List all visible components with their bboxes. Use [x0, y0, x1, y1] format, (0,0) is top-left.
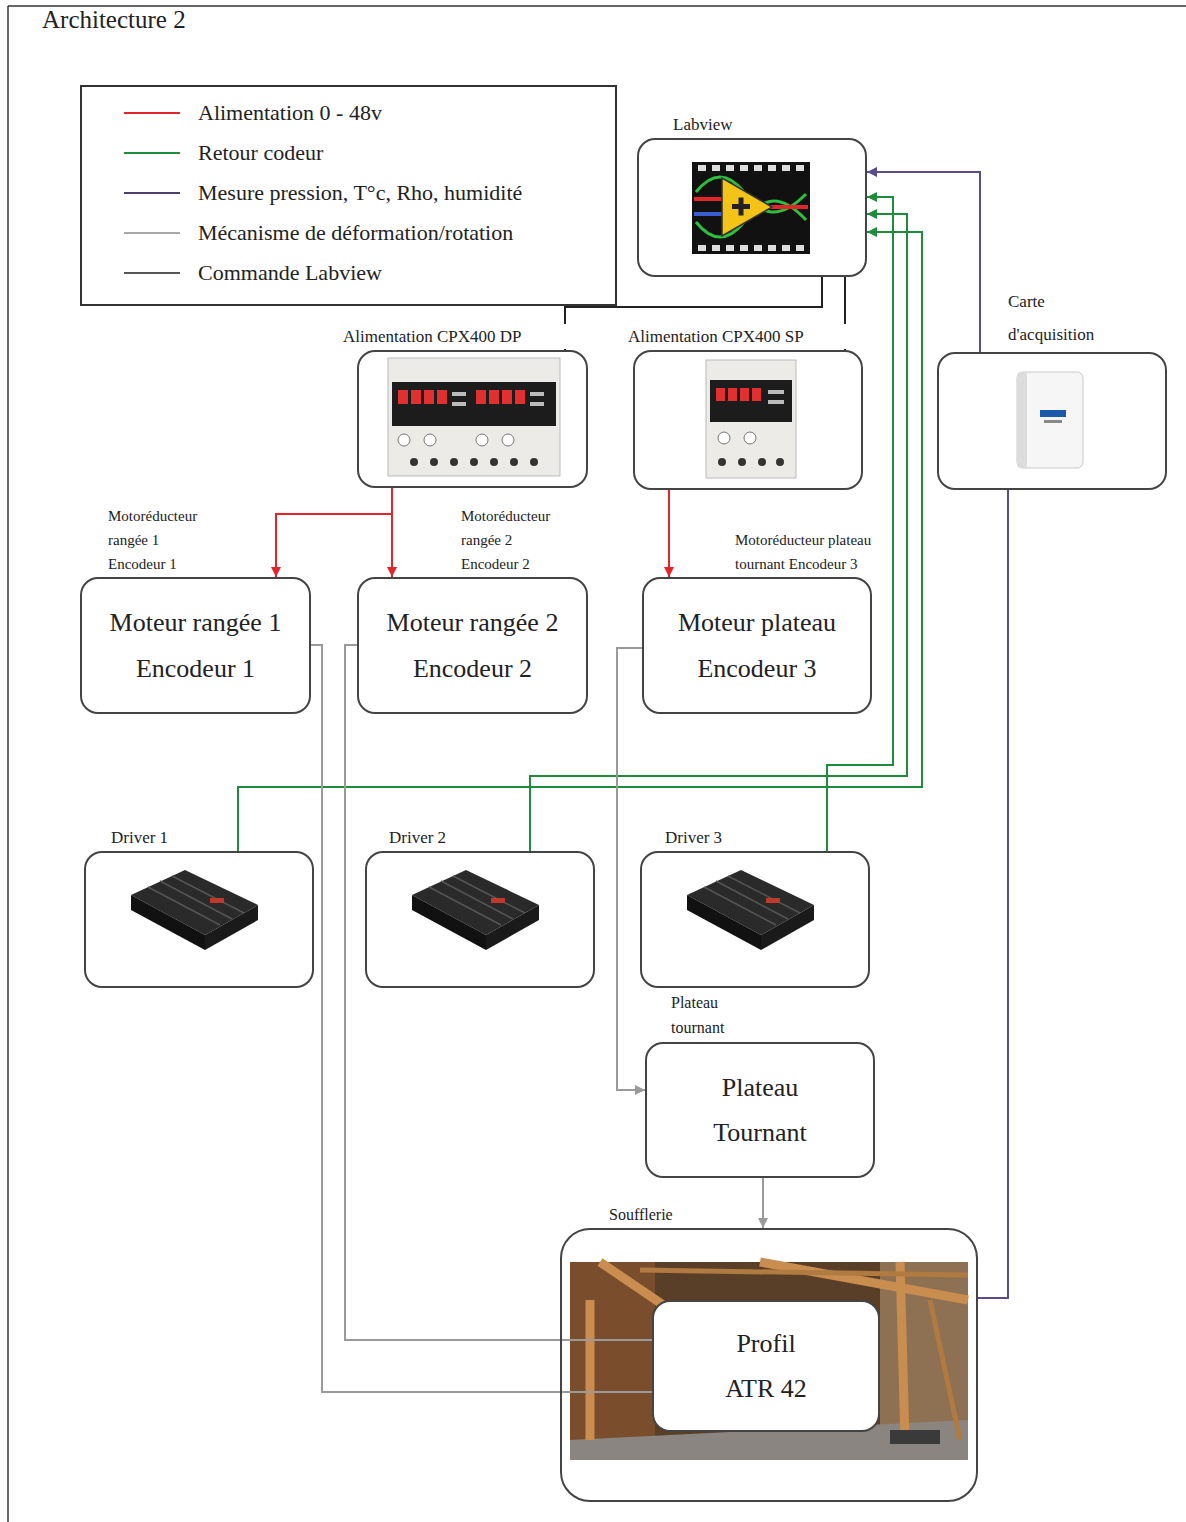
box-label: Encodeur 2	[413, 646, 532, 692]
process-box: Alimentation CPX400 DP	[357, 350, 588, 488]
box-heading: Motoréducteur rangée 1 Encodeur 1	[107, 504, 214, 576]
box-body	[635, 352, 861, 488]
box-body: Moteur plateauEncodeur 3	[644, 579, 870, 712]
legend-row: Retour codeur	[82, 133, 615, 173]
process-box: Labview	[637, 138, 867, 277]
connector	[827, 197, 893, 851]
box-label: ATR 42	[725, 1366, 807, 1412]
diagram-title: Architecture 2	[42, 6, 186, 34]
legend-sample	[124, 228, 180, 238]
legend-sample	[124, 188, 180, 198]
power-supply-image	[706, 360, 796, 478]
connector	[391, 488, 393, 577]
box-body: Plateau Tournant	[647, 1044, 873, 1176]
legend-text: Alimentation 0 - 48v	[198, 100, 382, 126]
process-box: ProfilATR 42	[652, 1300, 880, 1432]
legend-sample	[124, 268, 180, 278]
legend-row: Alimentation 0 - 48v	[82, 93, 615, 133]
legend-line-sample	[124, 152, 180, 154]
connector	[978, 490, 1008, 1298]
box-heading: Alimentation CPX400 SP	[627, 324, 869, 350]
box-heading: Plateau tournant	[670, 990, 752, 1041]
legend-text: Mécanisme de déformation/rotation	[198, 220, 513, 246]
connector	[276, 488, 392, 577]
box-label: Encodeur 3	[697, 646, 816, 692]
legend-sample	[124, 108, 180, 118]
process-box: Alimentation CPX400 SP	[633, 350, 863, 490]
connector	[530, 214, 907, 851]
legend-line-sample	[124, 272, 180, 274]
box-body	[86, 853, 312, 986]
box-body	[367, 853, 593, 986]
connector	[238, 232, 922, 851]
legend-row: Mécanisme de déformation/rotation	[82, 213, 615, 253]
box-body: ProfilATR 42	[654, 1302, 878, 1430]
box-label: Encodeur 1	[136, 646, 255, 692]
box-body	[359, 352, 586, 486]
legend-box: Alimentation 0 - 48vRetour codeurMesure …	[80, 85, 617, 306]
legend-sample	[124, 148, 180, 158]
box-heading: Driver 1	[110, 825, 232, 851]
process-box: Plateau TournantPlateau tournant	[645, 1042, 875, 1178]
driver-image	[412, 870, 539, 950]
box-heading: Carte d'acquisition	[1007, 286, 1119, 351]
daq-card-image	[1017, 372, 1083, 468]
process-box: Driver 2	[365, 851, 595, 988]
legend-row: Commande Labview	[82, 253, 615, 293]
box-body: Moteur rangée 1Encodeur 1	[82, 579, 309, 712]
frame-line	[7, 6, 9, 1522]
legend-text: Commande Labview	[198, 260, 382, 286]
box-heading: Motoréducteur rangée 2 Encodeur 2	[460, 504, 567, 576]
box-body	[939, 354, 1165, 488]
driver-image	[687, 870, 814, 950]
process-box: Moteur plateauEncodeur 3Motoréducteur pl…	[642, 577, 872, 714]
box-label: Plateau Tournant	[695, 1065, 825, 1156]
legend-text: Mesure pression, T°c, Rho, humidité	[198, 180, 522, 206]
process-box: Moteur rangée 2Encodeur 2Motoréducteur r…	[357, 577, 588, 714]
box-label: Profil	[736, 1321, 795, 1367]
box-body	[642, 853, 868, 986]
process-box: Carte d'acquisition	[937, 352, 1167, 490]
legend-line-sample	[124, 112, 180, 114]
legend-text: Retour codeur	[198, 140, 323, 166]
connector	[345, 645, 652, 1340]
box-body	[639, 140, 865, 275]
legend-line-sample	[124, 232, 180, 234]
box-heading: Alimentation CPX400 DP	[342, 324, 584, 350]
legend-row: Mesure pression, T°c, Rho, humidité	[82, 173, 615, 213]
box-heading: Labview	[672, 112, 794, 138]
process-box: SoufflerieProfilATR 42	[560, 1228, 978, 1502]
process-box: Driver 3	[640, 851, 870, 988]
connector	[311, 645, 652, 1392]
driver-image	[131, 870, 258, 950]
connector	[867, 172, 980, 352]
box-label: Moteur rangée 1	[110, 600, 282, 646]
box-label: Moteur plateau	[678, 600, 836, 646]
process-box: Driver 1	[84, 851, 314, 988]
process-box: Moteur rangée 1Encodeur 1Motoréducteur r…	[80, 577, 311, 714]
wind-tunnel-photo	[570, 1262, 968, 1460]
box-body: Moteur rangée 2Encodeur 2	[359, 579, 586, 712]
power-supply-image	[388, 358, 560, 476]
connector	[668, 490, 670, 577]
connector	[762, 1178, 764, 1228]
box-heading: Motoréducteur plateau tournant Encodeur …	[734, 528, 876, 576]
box-heading: Soufflerie	[608, 1203, 730, 1227]
box-heading: Driver 2	[388, 825, 510, 851]
labview-icon	[692, 162, 810, 254]
legend-line-sample	[124, 192, 180, 194]
box-heading: Driver 3	[664, 825, 786, 851]
box-label: Moteur rangée 2	[387, 600, 559, 646]
